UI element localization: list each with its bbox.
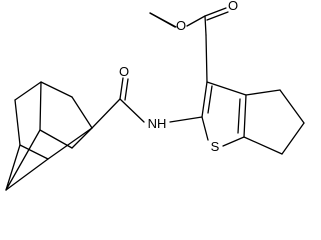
bond-carbonyl-double-1 [204,7,227,17]
amide-group [91,77,203,129]
bond-ad-carbonyl [91,98,121,129]
bond-th-c2-c3 [201,81,208,118]
bond-n-thiophene [169,116,203,123]
bond-cp-1 [245,89,281,96]
adamantane-cage [5,81,93,191]
bond-amide-co-1 [119,77,124,100]
bond-ad-8 [5,129,41,191]
structure-canvas: O O O NH S [5,0,305,191]
bond-ad-3 [71,96,93,129]
bond-cp-2 [279,89,305,124]
chemical-structure-drawing: O O O NH S [5,0,305,191]
bond-ad-1 [14,81,42,101]
amide-oxygen-label: O [119,64,129,79]
bond-cp-3 [281,122,305,155]
amide-nh-label: NH [148,116,167,131]
ester-ether-oxygen-label: O [176,18,186,33]
bond-ad-6 [19,144,49,160]
bond-ch2-oether [149,12,177,28]
bond-amide-co-2 [124,78,129,101]
bond-th-c3a-c6a-inner [237,98,241,134]
bond-ad-2 [40,81,73,98]
ethyl-group [149,12,177,28]
thiophene-ring [201,34,247,147]
bond-th-c3-ester [205,34,208,83]
bond-carbonyl-double-2 [206,11,229,21]
ester-group [186,7,229,36]
bond-ad-5 [5,144,21,191]
bond-th-c2-s [201,116,209,141]
bond-carbonyl-c-ring [204,15,207,36]
thiophene-sulfur-label: S [211,139,220,154]
ester-carbonyl-oxygen-label: O [228,0,238,13]
bond-cp-4 [243,136,283,155]
bond-ad-7 [39,81,42,131]
cyclopentane-ring [243,89,305,155]
bond-carbonyl-n [119,98,145,123]
bond-ad-9 [39,129,73,149]
bond-th-c2-c3-inner [207,85,213,114]
bond-ad-11 [5,158,49,191]
bond-th-c3a-c6a [243,94,247,138]
bond-ad-12 [47,127,93,160]
bond-ad-4 [14,99,21,146]
bond-th-c6a-s [222,136,245,147]
bond-oether-carbonyl-c [186,15,206,27]
bond-th-c3-c3a [206,81,247,96]
bond-ad-10 [71,127,93,149]
